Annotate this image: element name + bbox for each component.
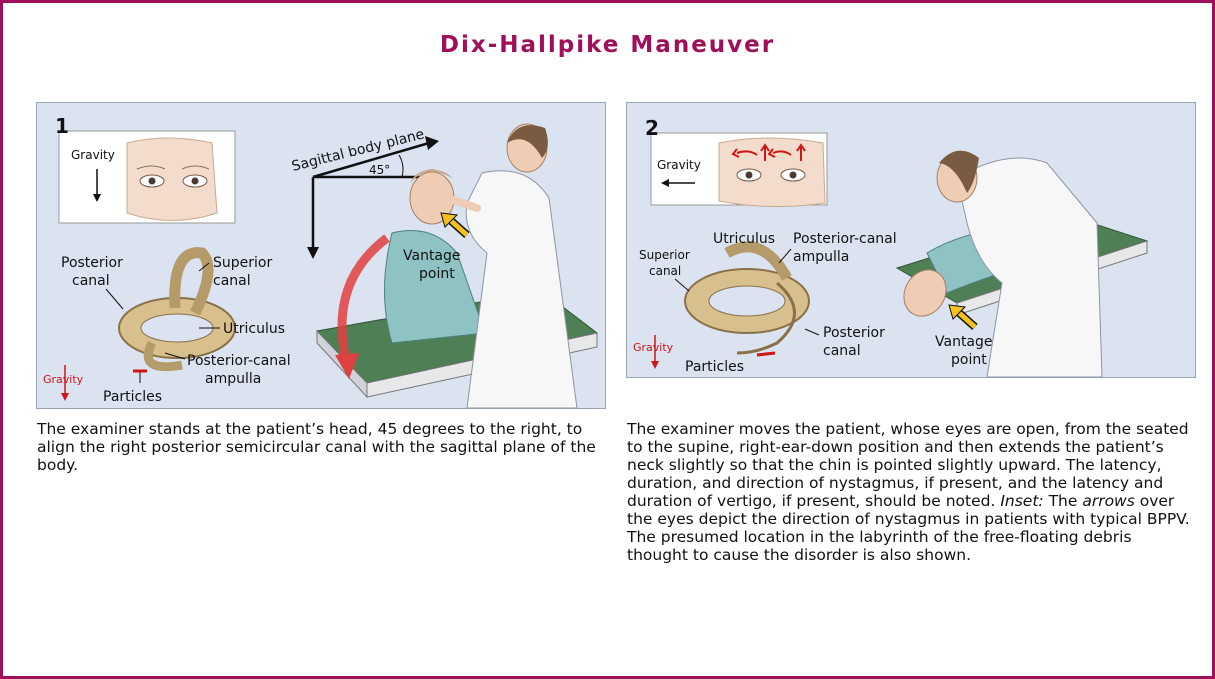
inset-gravity-label: Gravity [657,158,701,172]
vantage-label-2: point [951,352,987,368]
particles-marker [133,371,147,383]
panel-2-illustration: Gravity 2 Vantage point Superior canal U… [626,102,1196,378]
posterior-canal-label-1: Posterior [61,255,123,271]
vantage-label-1: Vantage [403,248,461,264]
superior-canal-label-1: Superior [213,255,272,271]
panel-2-caption: The examiner moves the patient, whose ey… [627,420,1197,564]
caption-inset-label: Inset: [1000,492,1043,510]
gravity-small-label: Gravity [43,373,84,386]
particles-label: Particles [685,359,744,375]
panel-number: 1 [55,114,69,138]
utriculus-label: Utriculus [223,321,285,337]
posterior-canal-label-2: canal [823,343,861,359]
labyrinth-illustration [685,247,809,353]
caption-text: The [1044,492,1083,510]
vantage-label-2: point [419,266,455,282]
inset-gravity-label: Gravity [71,148,115,162]
face-illustration [127,138,217,221]
face-illustration [719,138,825,207]
particles-label: Particles [103,389,162,405]
ampulla-label-2: ampulla [205,371,261,387]
particles-marker [757,353,775,355]
utriculus-label: Utriculus [713,231,775,247]
superior-canal-label-1: Superior [639,248,690,262]
caption-arrows-term: arrows [1082,492,1134,510]
figure-title: Dix-Hallpike Maneuver [0,32,1215,58]
gravity-small-label: Gravity [633,341,674,354]
posterior-canal-label-2: canal [72,273,110,289]
superior-canal-label-2: canal [649,264,681,278]
vantage-arrow-icon [441,213,467,235]
panel-number: 2 [645,116,659,140]
angle-label: 45° [369,163,390,177]
ampulla-label-2: ampulla [793,249,849,265]
superior-canal-label-2: canal [213,273,251,289]
panel-1-illustration: Gravity 1 Sagittal body plane 45° V [36,102,606,409]
ampulla-label-1: Posterior-canal [793,231,897,247]
posterior-canal-label-1: Posterior [823,325,885,341]
ampulla-label-1: Posterior-canal [187,353,291,369]
panel-1-caption: The examiner stands at the patient’s hea… [37,420,597,474]
vantage-label-1: Vantage [935,334,993,350]
